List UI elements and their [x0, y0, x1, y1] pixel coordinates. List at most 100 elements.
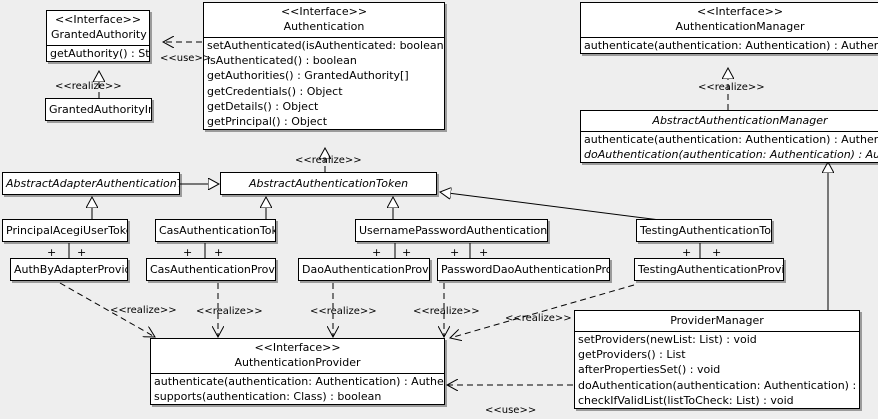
class-cas-authentication-provider[interactable]: CasAuthenticationProvider — [146, 258, 276, 281]
operation: authenticate(authentication: Authenticat… — [584, 133, 878, 146]
association-marker-plus: + — [183, 246, 193, 259]
class-abstract-adapter-authentication-token[interactable]: AbstractAdapterAuthenticationToken — [2, 172, 180, 195]
class-header: CasAuthenticationToken — [156, 220, 275, 241]
class-testing-authentication-provider[interactable]: TestingAuthenticationProvider — [634, 258, 784, 281]
operation: getCredentials() : Object — [207, 84, 343, 98]
class-header: AbstractAuthenticationManager — [581, 111, 878, 132]
class-principal-acegi-user-token[interactable]: PrincipalAcegiUserToken — [2, 219, 128, 242]
class-name: UsernamePasswordAuthenticationToken — [359, 224, 548, 237]
class-name: AbstractAuthenticationManager — [652, 114, 828, 127]
class-header: UsernamePasswordAuthenticationToken — [356, 220, 547, 241]
operation: afterPropertiesSet() : void — [578, 363, 721, 377]
class-name: AuthByAdapterProvider — [14, 263, 127, 276]
edge-label-use-authentication-grantedauthority: <<use>> — [160, 53, 212, 64]
operation: isAuthenticated() : boolean — [207, 54, 357, 68]
edge-label-realize-abstractauthenticationmanager: <<realize>> — [698, 82, 765, 93]
class-authentication[interactable]: <<Interface>> Authentication setAuthenti… — [203, 2, 445, 131]
association-marker-plus: + — [450, 246, 460, 259]
operations-compartment: authenticate(authentication: Authenticat… — [581, 132, 878, 162]
class-name: PrincipalAcegiUserToken — [6, 224, 128, 237]
class-header: <<Interface>> AuthenticationProvider — [151, 339, 444, 374]
association-marker-plus: + — [47, 246, 57, 259]
edge-label-use-providermanager-authenticationprovider: <<use>> — [485, 405, 537, 416]
class-header: CasAuthenticationProvider — [147, 259, 275, 280]
edge-label-realize-abstractauthenticationtoken: <<realize>> — [295, 155, 362, 166]
class-header: TestingAuthenticationToken — [637, 220, 771, 241]
stereotype-label: <<Interface>> — [54, 13, 142, 26]
class-granted-authority-impl[interactable]: GrantedAuthorityImpl — [45, 98, 152, 121]
class-name: GrantedAuthorityImpl — [49, 103, 151, 116]
class-header: PasswordDaoAuthenticationProvider — [438, 259, 609, 280]
class-abstract-authentication-token[interactable]: AbstractAuthenticationToken — [220, 172, 437, 195]
class-password-dao-authentication-provider[interactable]: PasswordDaoAuthenticationProvider — [437, 258, 610, 281]
operations-compartment: getAuthority() : String — [47, 46, 149, 61]
operation: checkIfValidList(listToCheck: List) : vo… — [578, 393, 794, 407]
operation: authenticate(authentication: Authenticat… — [584, 39, 878, 52]
operations-compartment: setAuthenticated(isAuthenticated: boolea… — [204, 38, 444, 129]
class-testing-authentication-token[interactable]: TestingAuthenticationToken — [636, 219, 772, 242]
stereotype-label: <<Interface>> — [280, 5, 368, 18]
operation: supports(authentication: Class) : boolea… — [154, 390, 382, 404]
class-header: AbstractAuthenticationToken — [221, 173, 436, 194]
class-name: CasAuthenticationProvider — [150, 263, 275, 276]
operations-compartment: setProviders(newList: List) : void getPr… — [575, 332, 859, 408]
class-name: GrantedAuthority — [51, 28, 147, 41]
class-name: AbstractAdapterAuthenticationToken — [6, 177, 179, 190]
association-marker-plus: + — [372, 246, 382, 259]
operations-compartment: authenticate(authentication: Authenticat… — [151, 374, 444, 404]
class-provider-manager[interactable]: ProviderManager setProviders(newList: Li… — [574, 310, 860, 410]
class-cas-authentication-token[interactable]: CasAuthenticationToken — [155, 219, 276, 242]
edge-label-realize-testingauthenticationprovider: <<realize>> — [505, 313, 572, 324]
operation: getAuthority() : String — [50, 47, 150, 60]
association-marker-plus: + — [479, 246, 489, 259]
class-header: PrincipalAcegiUserToken — [3, 220, 127, 241]
class-name: AuthenticationManager — [675, 20, 805, 33]
class-name: Authentication — [283, 20, 365, 33]
class-name: ProviderManager — [670, 314, 764, 327]
class-name: CasAuthenticationToken — [159, 224, 275, 237]
stereotype-label: <<Interface>> — [696, 5, 784, 18]
class-auth-by-adapter-provider[interactable]: AuthByAdapterProvider — [10, 258, 128, 281]
association-marker-plus: + — [712, 246, 722, 259]
edge-label-realize-passworddaoauthenticationprovider: <<realize>> — [413, 306, 480, 317]
edge-label-realize-grantedauthorityimpl: <<realize>> — [55, 81, 122, 92]
class-header: GrantedAuthorityImpl — [46, 99, 151, 120]
class-name: AbstractAuthenticationToken — [248, 177, 409, 190]
class-username-password-authentication-token[interactable]: UsernamePasswordAuthenticationToken — [355, 219, 548, 242]
class-header: AbstractAdapterAuthenticationToken — [3, 173, 179, 194]
operation: setProviders(newList: List) : void — [578, 333, 757, 346]
class-header: AuthByAdapterProvider — [11, 259, 127, 280]
operation: doAuthentication(authentication: Authent… — [584, 148, 878, 162]
class-header: ProviderManager — [575, 311, 859, 332]
class-authentication-provider[interactable]: <<Interface>> AuthenticationProvider aut… — [150, 338, 445, 406]
edge-label-realize-casauthenticationprovider: <<realize>> — [196, 306, 263, 317]
edge-label-realize-authbyadapterprovider: <<realize>> — [110, 305, 177, 316]
association-marker-plus: + — [214, 246, 224, 259]
class-name: PasswordDaoAuthenticationProvider — [441, 263, 609, 276]
class-dao-authentication-provider[interactable]: DaoAuthenticationProvider — [298, 258, 430, 281]
class-header: DaoAuthenticationProvider — [299, 259, 429, 280]
edge-testingauthenticationtoken-extends-abstractauthenticationtoken — [440, 192, 661, 221]
edge-label-realize-daoauthenticationprovider: <<realize>> — [310, 306, 377, 317]
stereotype-label: <<Interface>> — [254, 341, 341, 354]
class-header: <<Interface>> AuthenticationManager — [581, 3, 878, 38]
operation: getAuthorities() : GrantedAuthority[] — [207, 69, 409, 83]
class-name: TestingAuthenticationProvider — [638, 263, 783, 276]
class-name: TestingAuthenticationToken — [640, 224, 772, 237]
class-authentication-manager[interactable]: <<Interface>> AuthenticationManager auth… — [580, 2, 878, 55]
class-name: DaoAuthenticationProvider — [302, 263, 429, 276]
class-header: <<Interface>> GrantedAuthority — [47, 11, 149, 46]
operation: getPrincipal() : Object — [207, 115, 328, 129]
operation: getDetails() : Object — [207, 99, 319, 113]
operation: authenticate(authentication: Authenticat… — [154, 375, 444, 388]
operations-compartment: authenticate(authentication: Authenticat… — [581, 38, 878, 53]
class-header: TestingAuthenticationProvider — [635, 259, 783, 280]
operation: doAuthentication(authentication: Authent… — [578, 378, 859, 392]
operation: getProviders() : List — [578, 348, 686, 362]
class-abstract-authentication-manager[interactable]: AbstractAuthenticationManager authentica… — [580, 110, 878, 164]
association-marker-plus: + — [682, 246, 692, 259]
class-name: AuthenticationProvider — [234, 356, 361, 369]
class-granted-authority[interactable]: <<Interface>> GrantedAuthority getAuthor… — [46, 10, 150, 63]
class-header: <<Interface>> Authentication — [204, 3, 444, 38]
